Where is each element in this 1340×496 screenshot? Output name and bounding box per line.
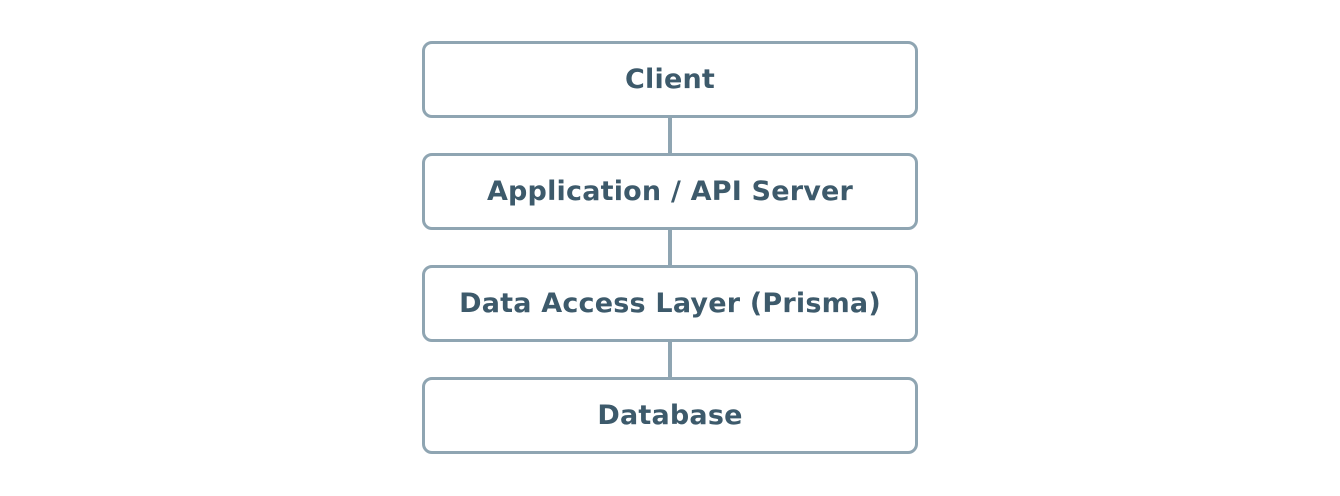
node-client-label: Client [625,64,715,95]
connector-data-access-layer-to-database [668,342,672,377]
flowchart: Client Application / API Server Data Acc… [422,0,918,454]
connector-app-server-to-data-access-layer [668,230,672,265]
node-client: Client [422,41,918,118]
node-application-api-server-label: Application / API Server [486,176,854,207]
node-data-access-layer: Data Access Layer (Prisma) [422,265,918,342]
node-data-access-layer-label: Data Access Layer (Prisma) [459,288,881,319]
node-database: Database [422,377,918,454]
node-application-api-server: Application / API Server [422,153,918,230]
node-database-label: Database [597,400,743,431]
connector-client-to-app-server [668,118,672,153]
